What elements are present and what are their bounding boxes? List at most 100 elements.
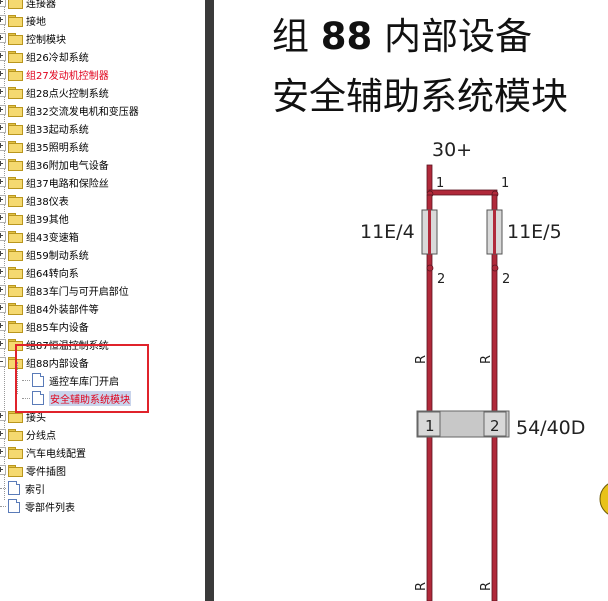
folder-icon — [8, 140, 23, 153]
tree-item[interactable]: 零部件列表 — [0, 497, 75, 515]
expand-icon[interactable] — [0, 159, 6, 169]
connector-pin-left — [417, 411, 441, 437]
tree-item[interactable]: 组35照明系统 — [0, 137, 89, 155]
tree-item[interactable]: 组43变速箱 — [0, 227, 79, 245]
expand-icon[interactable] — [0, 321, 6, 331]
tree-item[interactable]: 组33起动系统 — [0, 119, 89, 137]
fuse-left-element — [428, 210, 431, 254]
tree-item[interactable]: 组28点火控制系统 — [0, 83, 109, 101]
tree-connector-line — [22, 397, 30, 399]
expand-icon[interactable] — [0, 285, 6, 295]
tree-item[interactable]: 组83车门与可开启部位 — [0, 281, 129, 299]
tree-item[interactable]: 组64转向系 — [0, 263, 79, 281]
wiring-schematic: 30+ 1 1 11E/4 11E/5 2 2 R R R R 1 2 — [360, 139, 608, 601]
tree-item-label: 组32交流发电机和变压器 — [26, 106, 139, 118]
expand-icon[interactable] — [0, 87, 6, 97]
expand-icon[interactable] — [0, 123, 6, 133]
expand-icon[interactable] — [0, 249, 6, 259]
tree-item[interactable]: 组26冷却系统 — [0, 47, 89, 65]
folder-icon — [8, 248, 23, 261]
tree-item[interactable]: 组36附加电气设备 — [0, 155, 109, 173]
folder-icon — [8, 50, 23, 63]
expand-icon[interactable] — [0, 303, 6, 313]
folder-icon — [8, 68, 23, 81]
tree-item[interactable]: 组85车内设备 — [0, 317, 89, 335]
folder-icon — [8, 284, 23, 297]
fuse-right-element — [493, 210, 496, 254]
tree-item[interactable]: 安全辅助系统模块 — [22, 389, 131, 407]
tree-item-label: 组64转向系 — [26, 268, 79, 280]
tree-item-label: 组59制动系统 — [26, 250, 89, 262]
wire-code-right-lower: R — [479, 582, 494, 591]
expand-icon[interactable] — [0, 105, 6, 115]
title-prefix: 组 — [272, 15, 309, 58]
tree-item-label: 分线点 — [26, 430, 56, 442]
connector-pin-right — [483, 411, 507, 437]
node-right-bottom — [491, 264, 499, 272]
folder-icon — [8, 266, 23, 279]
tree-item-label: 遥控车库门开启 — [49, 376, 119, 388]
tree-connector-line — [0, 487, 6, 489]
pane-splitter[interactable] — [205, 0, 214, 601]
expand-icon[interactable] — [0, 177, 6, 187]
tree-item-label: 接地 — [26, 16, 46, 28]
tree-item-label: 组26冷却系统 — [26, 52, 89, 64]
expand-icon[interactable] — [0, 267, 6, 277]
folder-icon — [8, 428, 23, 441]
tree-item[interactable]: 组37电路和保险丝 — [0, 173, 109, 191]
tree-item[interactable]: 组84外装部件等 — [0, 299, 99, 317]
title-suffix: 内部设备 — [384, 15, 533, 58]
folder-icon — [8, 122, 23, 135]
expand-icon[interactable] — [0, 465, 6, 475]
wire-code-left-upper: R — [414, 355, 429, 364]
document-view: 组 88 内部设备 安全辅助系统模块 30+ 1 1 11E/4 11E/5 2… — [214, 0, 608, 601]
expand-icon[interactable] — [0, 141, 6, 151]
tree-item-label: 组28点火控制系统 — [26, 88, 109, 100]
wire-code-left-lower: R — [414, 582, 429, 591]
tree-item[interactable]: 组32交流发电机和变压器 — [0, 101, 139, 119]
tree-item[interactable]: 控制模块 — [0, 29, 66, 47]
expand-icon[interactable] — [0, 411, 6, 421]
expand-icon[interactable] — [0, 195, 6, 205]
expand-icon[interactable] — [0, 15, 6, 25]
folder-icon — [8, 86, 23, 99]
tree-item[interactable]: 汽车电线配置 — [0, 443, 86, 461]
tree-item-label: 组37电路和保险丝 — [26, 178, 109, 190]
tree-item[interactable]: 组39其他 — [0, 209, 69, 227]
fuse-left-label: 11E/4 — [360, 221, 415, 243]
expand-icon[interactable] — [0, 0, 6, 7]
folder-icon — [8, 464, 23, 477]
expand-icon[interactable] — [0, 33, 6, 43]
tree-item[interactable]: 索引 — [0, 479, 45, 497]
expand-icon[interactable] — [0, 429, 6, 439]
tree-item[interactable]: 组59制动系统 — [0, 245, 89, 263]
node-left-bottom — [426, 264, 434, 272]
collapse-icon[interactable] — [0, 357, 6, 367]
wire-left — [426, 194, 433, 601]
tree-item[interactable]: 组27发动机控制器 — [0, 65, 109, 83]
tree-item[interactable]: 分线点 — [0, 425, 56, 443]
expand-icon[interactable] — [0, 339, 6, 349]
expand-icon[interactable] — [0, 51, 6, 61]
wire-code-right-upper: R — [479, 355, 494, 364]
tree-item[interactable]: 连接器 — [0, 0, 56, 11]
folder-icon — [8, 212, 23, 225]
expand-icon[interactable] — [0, 231, 6, 241]
tree-item[interactable]: 接地 — [0, 11, 46, 29]
expand-icon[interactable] — [0, 447, 6, 457]
tree-item[interactable]: 组38仪表 — [0, 191, 69, 209]
tree-item[interactable]: 零件插图 — [0, 461, 66, 479]
navigation-tree: 连接器接地控制模块组26冷却系统组27发动机控制器组28点火控制系统组32交流发… — [0, 0, 205, 601]
tree-item-label: 组88内部设备 — [26, 358, 89, 370]
tree-item-label: 组84外装部件等 — [26, 304, 99, 316]
supply-label: 30+ — [432, 139, 472, 161]
document-icon — [8, 481, 20, 495]
folder-icon — [8, 302, 23, 315]
expand-icon[interactable] — [0, 69, 6, 79]
folder-icon — [8, 194, 23, 207]
expand-icon[interactable] — [0, 213, 6, 223]
tree-item[interactable]: 遥控车库门开启 — [22, 371, 119, 389]
tree-item-label: 接头 — [26, 412, 46, 424]
tree-item-label: 组33起动系统 — [26, 124, 89, 136]
fuse-right-label: 11E/5 — [507, 221, 562, 243]
